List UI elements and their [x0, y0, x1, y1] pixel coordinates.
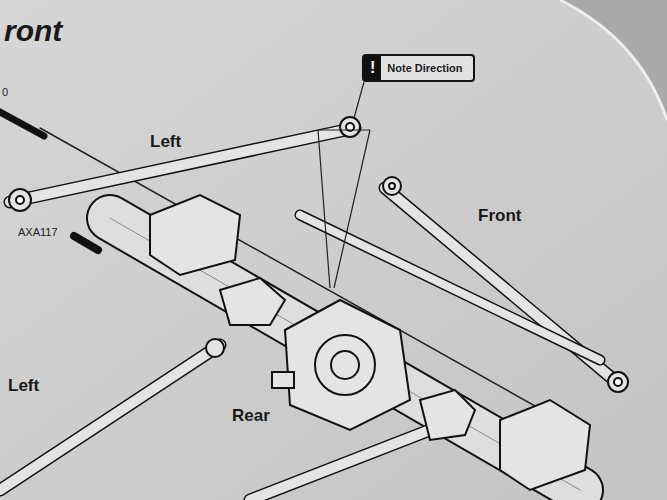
side-label: Left — [150, 132, 181, 152]
warning-icon: ! — [364, 56, 381, 80]
side-label: Rear — [232, 406, 270, 426]
side-label: Front — [478, 206, 521, 226]
part-number: AXA117 — [18, 226, 58, 238]
part-number: 0 — [2, 86, 8, 98]
note-box: !Note Direction — [362, 54, 475, 82]
page-title: ront — [4, 14, 62, 48]
note-text: Note Direction — [381, 62, 468, 74]
side-label: Left — [8, 376, 39, 396]
